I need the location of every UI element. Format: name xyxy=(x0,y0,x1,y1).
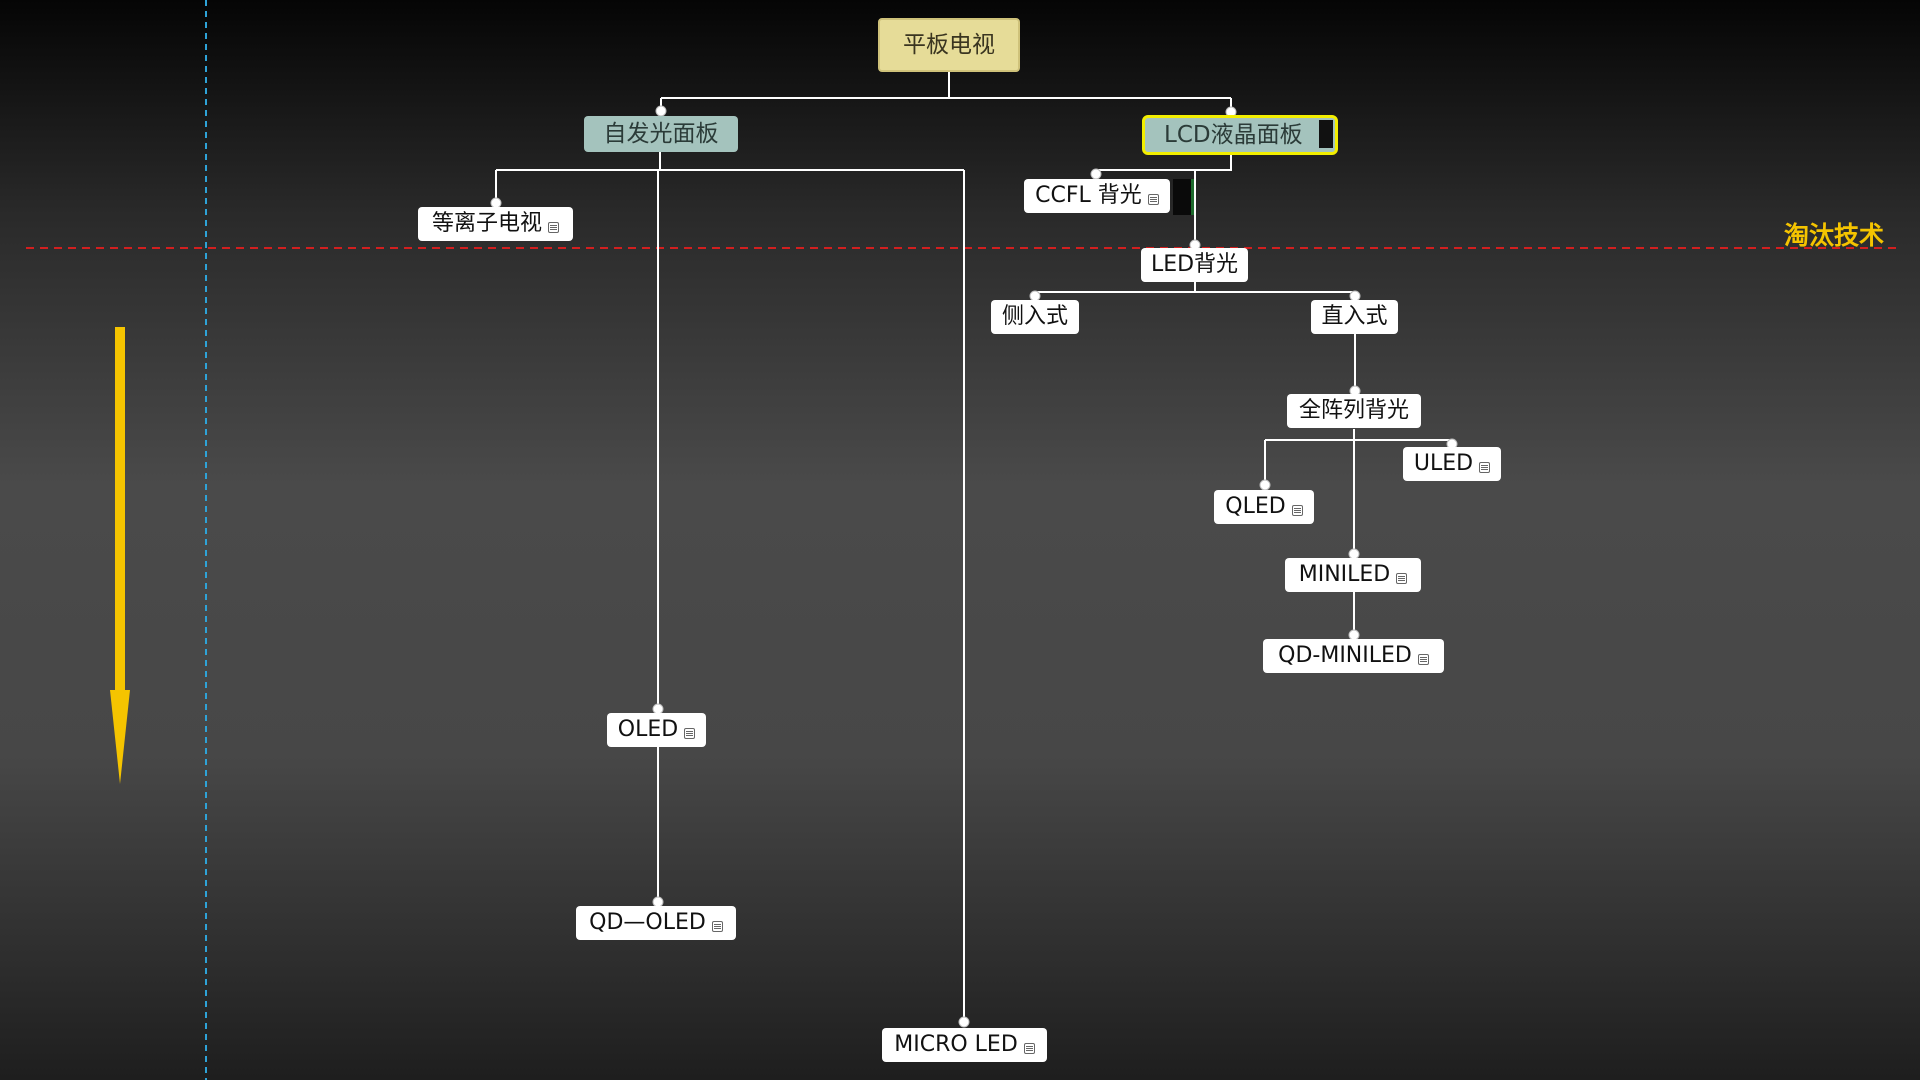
drag-handle[interactable] xyxy=(1173,179,1194,215)
note-icon[interactable] xyxy=(548,221,559,233)
connector-dots xyxy=(490,105,1458,1028)
selection-handle[interactable] xyxy=(1319,120,1333,148)
node-uled[interactable]: ULED xyxy=(1403,447,1501,481)
node-plasma[interactable]: 等离子电视 xyxy=(418,207,573,241)
note-icon[interactable] xyxy=(1417,653,1429,665)
node-label: ULED xyxy=(1413,451,1474,476)
node-label: QD—OLED xyxy=(589,910,706,935)
root-node[interactable]: 平板电视 xyxy=(878,18,1020,72)
node-label: LED背光 xyxy=(1150,252,1239,277)
note-icon[interactable] xyxy=(1396,572,1408,584)
connectors xyxy=(495,72,1453,1020)
node-label: 侧入式 xyxy=(1001,304,1068,329)
node-label: CCFL 背光 xyxy=(1035,183,1142,208)
down-arrow-icon xyxy=(110,327,130,784)
note-icon[interactable] xyxy=(1291,504,1303,516)
category-self-emitting-node[interactable]: 自发光面板 xyxy=(584,116,738,152)
note-icon[interactable] xyxy=(711,920,723,932)
node-label: 直入式 xyxy=(1321,304,1388,329)
category-label: LCD液晶面板 xyxy=(1164,121,1303,148)
node-edge-lit[interactable]: 侧入式 xyxy=(991,300,1079,334)
node-led-backlight[interactable]: LED背光 xyxy=(1141,248,1248,282)
node-label: OLED xyxy=(617,717,679,742)
note-icon[interactable] xyxy=(684,727,696,739)
node-label: 全阵列背光 xyxy=(1298,398,1409,423)
node-oled[interactable]: OLED xyxy=(607,713,706,747)
obsolete-technology-label: 淘汰技术 xyxy=(1783,221,1884,250)
node-direct-lit[interactable]: 直入式 xyxy=(1311,300,1398,334)
node-label: MINILED xyxy=(1298,562,1391,587)
category-lcd-node[interactable]: LCD液晶面板 xyxy=(1142,115,1338,155)
root-node-label: 平板电视 xyxy=(903,31,995,58)
node-miniled[interactable]: MINILED xyxy=(1285,558,1421,592)
note-icon[interactable] xyxy=(1023,1042,1035,1054)
node-label: QD-MINILED xyxy=(1278,643,1412,668)
node-ccfl[interactable]: CCFL 背光 xyxy=(1024,179,1170,213)
node-qd-miniled[interactable]: QD-MINILED xyxy=(1263,639,1444,673)
note-icon[interactable] xyxy=(1147,193,1159,205)
node-label: QLED xyxy=(1225,494,1286,519)
node-label: MICRO LED xyxy=(894,1032,1018,1057)
node-label: 等离子电视 xyxy=(431,211,542,236)
node-qled[interactable]: QLED xyxy=(1214,490,1314,524)
category-label: 自发光面板 xyxy=(603,120,719,147)
node-qd-oled[interactable]: QD—OLED xyxy=(576,906,736,940)
node-micro-led[interactable]: MICRO LED xyxy=(882,1028,1047,1062)
node-full-array[interactable]: 全阵列背光 xyxy=(1287,394,1421,428)
note-icon[interactable] xyxy=(1479,461,1491,473)
